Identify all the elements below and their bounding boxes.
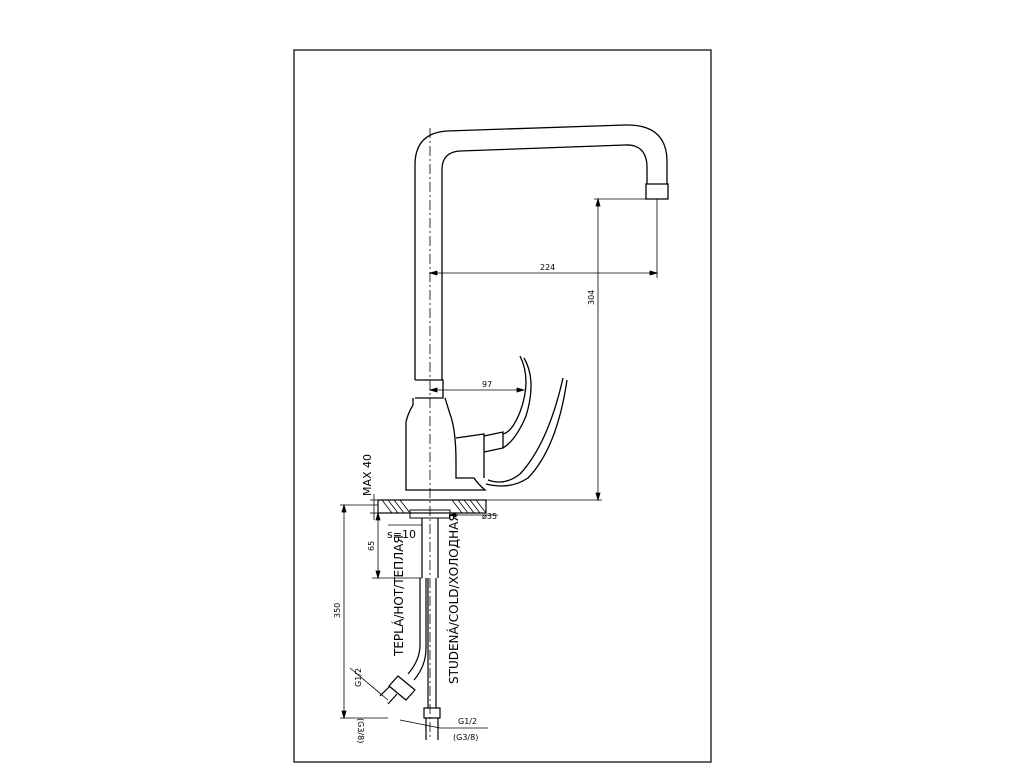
supply-hoses [379, 518, 441, 740]
faucet-body [405, 124, 669, 491]
dim-max-deck: MAX 40 [361, 454, 374, 496]
dim-clamp-length: 65 [367, 541, 376, 551]
dim-spout-height: 304 [587, 290, 596, 305]
cold-thread-size-alt: (G3/8) [453, 733, 478, 742]
dim-hole-diameter: ø35 [482, 512, 497, 521]
hot-hose-label: TEPLÁ/HOT/ТЕПЛАЯ [391, 535, 406, 657]
dim-wall-thickness: s=10 [387, 528, 416, 541]
hot-thread-size-alt: (G3/8) [356, 718, 365, 743]
cold-hose-label: STUDENÁ/COLD/ХОЛОДНАЯ [446, 513, 461, 684]
dim-hose-length: 350 [333, 603, 342, 618]
dim-handle-reach: 97 [482, 380, 492, 389]
drawing-frame [293, 49, 712, 763]
hot-thread-size: G1/2 [354, 668, 363, 687]
dimension-lines [340, 197, 659, 729]
cold-thread-size: G1/2 [458, 717, 477, 726]
dim-spout-reach: 224 [540, 263, 555, 272]
